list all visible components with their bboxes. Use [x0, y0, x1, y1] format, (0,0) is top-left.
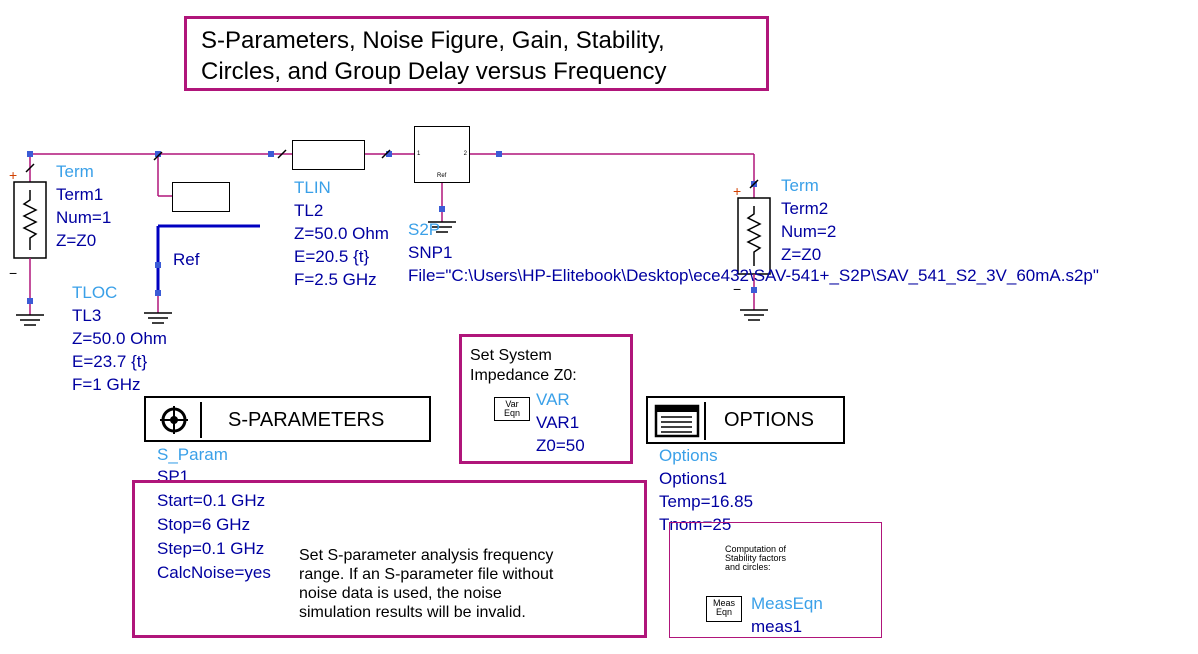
title-box: S-Parameters, Noise Figure, Gain, Stabil… — [184, 16, 769, 91]
var-note-2: Impedance Z0: — [470, 367, 577, 384]
var-z0: Z0=50 — [536, 436, 585, 455]
meas-box — [669, 522, 882, 638]
term2-name: Term2 — [781, 199, 829, 218]
s2p-type: S2P — [408, 220, 441, 239]
var-box — [459, 334, 633, 464]
term1-plus: + — [9, 167, 17, 183]
tloc-type: TLOC — [72, 283, 118, 302]
s2p-symbol[interactable]: 1 2 Ref — [414, 126, 470, 183]
title-line-2: Circles, and Group Delay versus Frequenc… — [201, 58, 667, 85]
tlin-symbol[interactable] — [292, 140, 365, 170]
term2-plus: + — [733, 183, 741, 199]
sparam-block[interactable]: S-PARAMETERS — [144, 396, 431, 442]
term2-z: Z=Z0 — [781, 245, 822, 264]
sparam-calcnoise: CalcNoise=yes — [157, 563, 271, 582]
options-icon — [652, 402, 706, 440]
meas-name: meas1 — [751, 617, 803, 636]
options-block-label: OPTIONS — [724, 409, 815, 431]
term1-minus: − — [9, 265, 17, 281]
meas-eqn-icon[interactable]: Meas Eqn — [706, 596, 742, 622]
s2p-pin1: 1 — [417, 151, 421, 157]
ref-label: Ref — [173, 250, 200, 269]
options-tnom: Tnom=25 — [659, 515, 732, 534]
sparam-stop: Stop=6 GHz — [157, 515, 251, 534]
var-note-1: Set System — [470, 347, 552, 364]
tloc-f: F=1 GHz — [72, 375, 141, 394]
term1-resistor — [22, 190, 38, 250]
title-line-1: S-Parameters, Noise Figure, Gain, Stabil… — [201, 27, 665, 54]
sparam-settings-box — [132, 480, 647, 638]
tlin-e: E=20.5 {t} — [294, 247, 370, 266]
meas-note-3: and circles: — [725, 562, 771, 572]
tlin-name: TL2 — [294, 201, 324, 220]
meas-note-1: Computation of — [725, 544, 787, 554]
ground-icon-term1 — [16, 314, 44, 326]
term1-name: Term1 — [56, 185, 104, 204]
options-name: Options1 — [659, 469, 728, 488]
sparam-block-label: S-PARAMETERS — [228, 409, 385, 431]
ground-icon-tloc — [144, 312, 172, 324]
var-type: VAR — [536, 390, 570, 409]
tlin-f: F=2.5 GHz — [294, 270, 377, 289]
tlin-type: TLIN — [294, 178, 331, 197]
term1-num: Num=1 — [56, 208, 112, 227]
term2-num: Num=2 — [781, 222, 837, 241]
sparam-step: Step=0.1 GHz — [157, 539, 265, 558]
meas-note-2: Stability factors — [725, 553, 787, 563]
pin-ticks — [25, 149, 759, 189]
sparam-note-1: Set S-parameter analysis frequency — [299, 547, 554, 564]
ground-icon-s2p — [428, 221, 456, 233]
sparam-note-4: simulation results will be invalid. — [299, 604, 526, 621]
s2p-name: SNP1 — [408, 243, 453, 262]
tloc-symbol[interactable] — [172, 182, 230, 212]
options-block[interactable]: OPTIONS — [646, 396, 845, 444]
term1-type: Term — [56, 162, 94, 181]
tloc-name: TL3 — [72, 306, 102, 325]
options-type: Options — [659, 446, 718, 465]
var-name: VAR1 — [536, 413, 580, 432]
sparam-type: S_Param — [157, 445, 228, 464]
options-temp: Temp=16.85 — [659, 492, 754, 511]
sparam-note-3: noise data is used, the noise — [299, 585, 502, 602]
tloc-z: Z=50.0 Ohm — [72, 329, 167, 348]
sparam-icon — [150, 402, 202, 438]
tlin-z: Z=50.0 Ohm — [294, 224, 389, 243]
s2p-file: File="C:\Users\HP-Elitebook\Desktop\ece4… — [408, 266, 1099, 285]
ground-icon-term2 — [740, 309, 768, 321]
var-eqn-icon[interactable]: Var Eqn — [494, 397, 530, 421]
meas-type: MeasEqn — [751, 594, 823, 613]
sparam-start: Start=0.1 GHz — [157, 491, 266, 510]
term2-resistor — [746, 206, 762, 266]
term2-type: Term — [781, 176, 819, 195]
term2-minus: − — [733, 281, 741, 297]
tloc-e: E=23.7 {t} — [72, 352, 148, 371]
sparam-note-2: range. If an S-parameter file without — [299, 566, 554, 583]
s2p-pin2: 2 — [463, 151, 467, 157]
s2p-ref: Ref — [437, 173, 447, 179]
term1-z: Z=Z0 — [56, 231, 97, 250]
